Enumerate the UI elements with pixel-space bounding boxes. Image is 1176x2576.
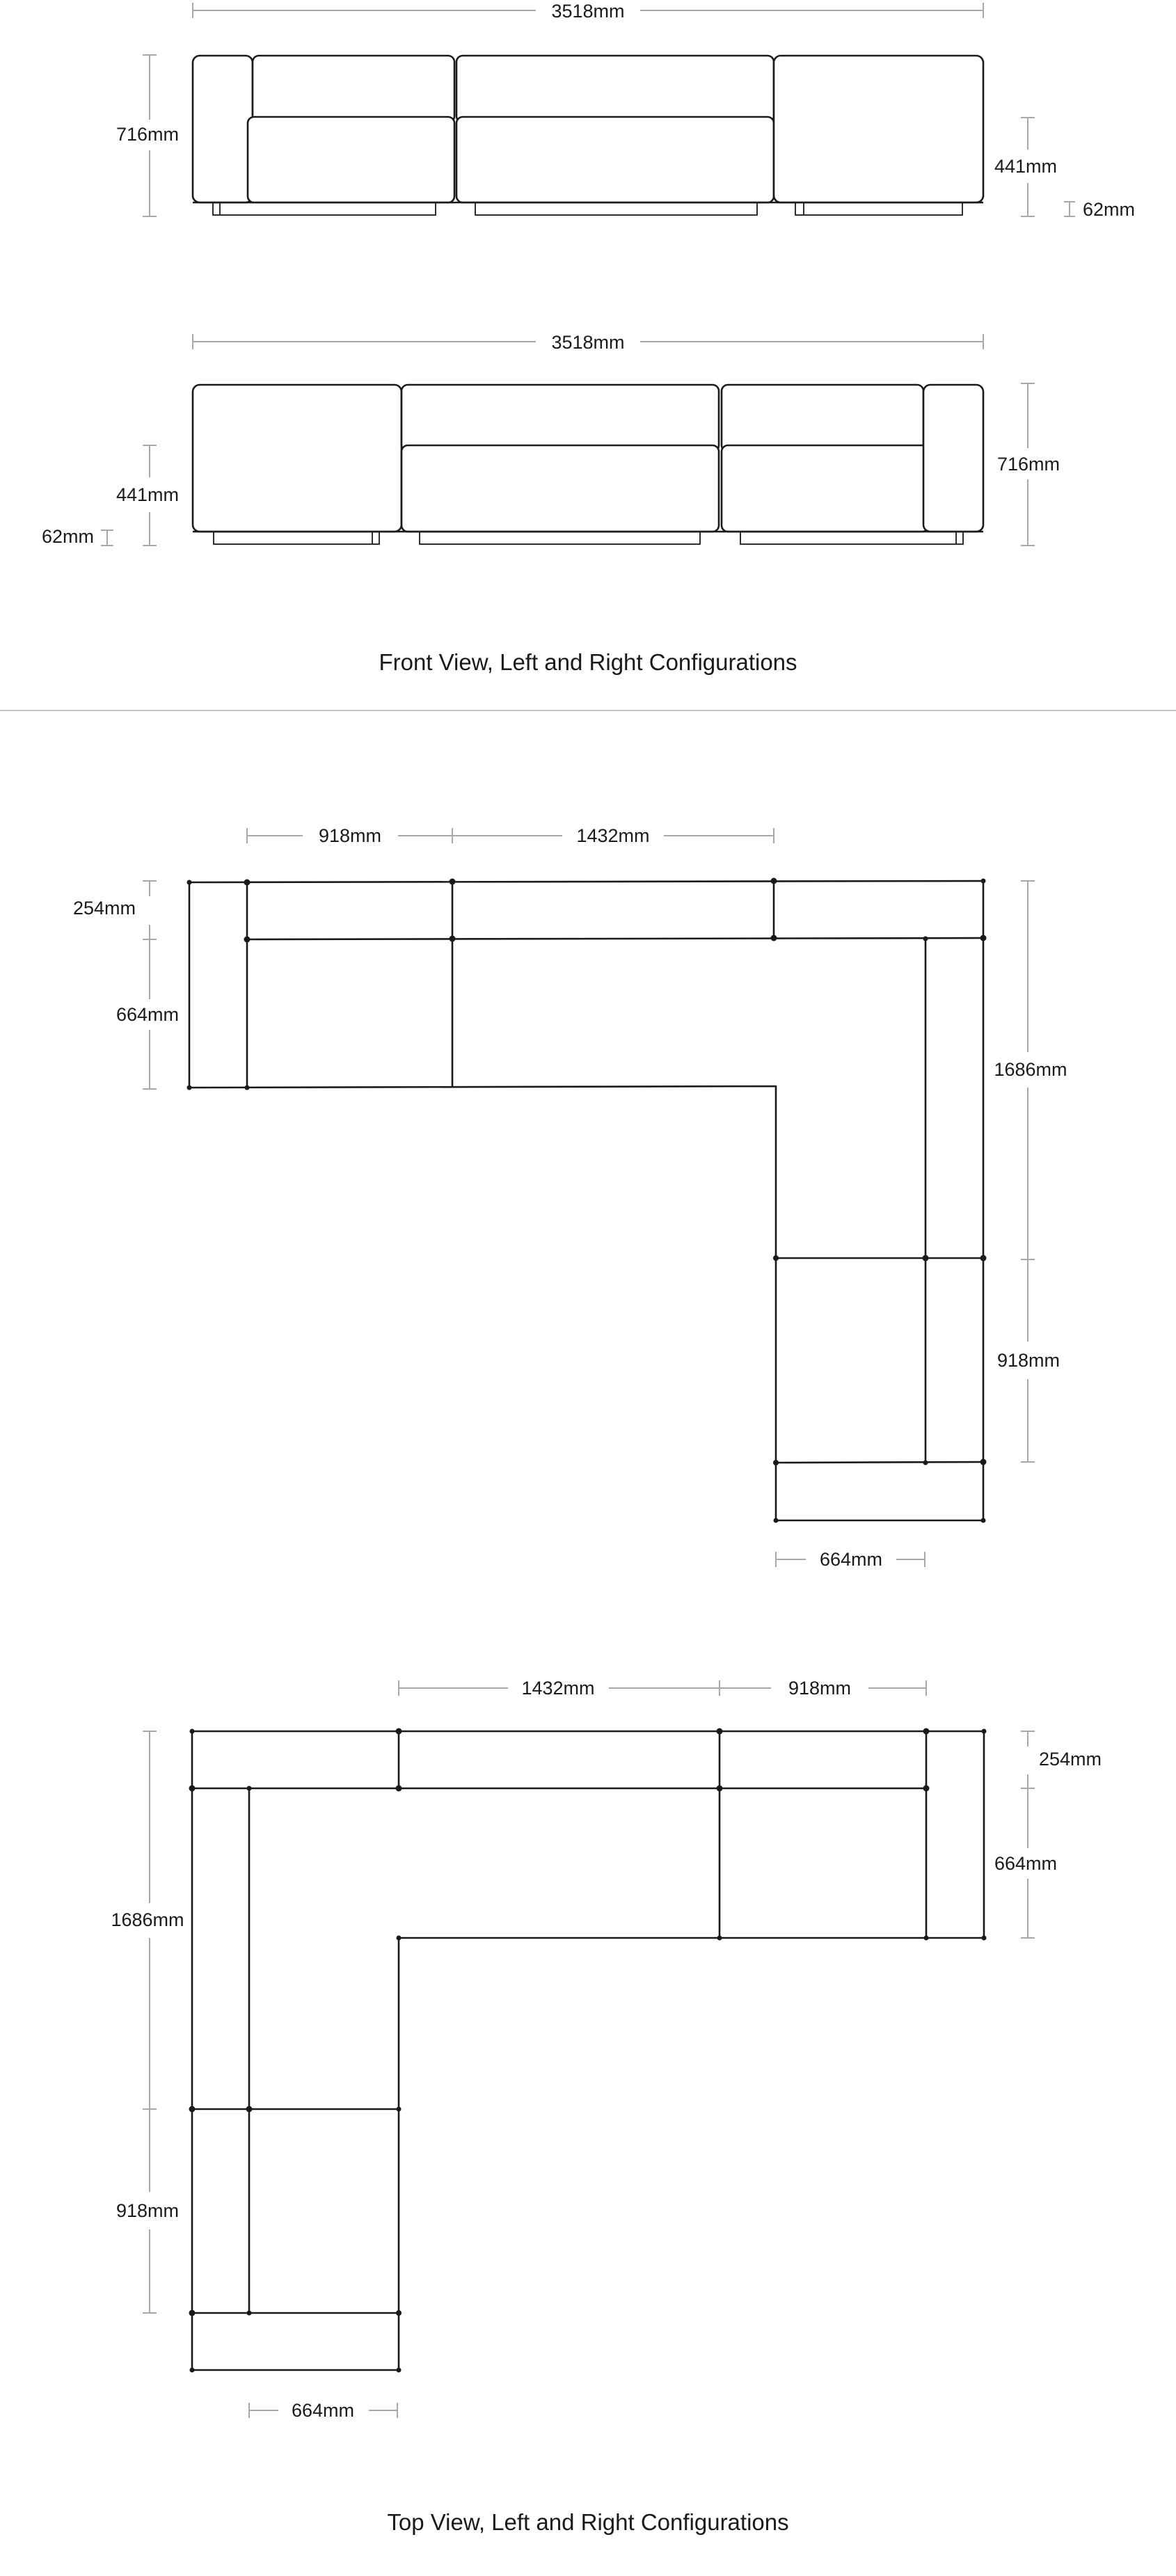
dim-seat-height-label-2: 441mm — [116, 484, 179, 505]
dim-seat-height: 441mm — [994, 117, 1057, 217]
dim-leg-height-2: 62mm — [42, 526, 113, 547]
dim-segment-a-2: 1432mm — [398, 1678, 720, 1699]
dim-back-depth-2: 254mm — [1021, 1731, 1102, 1789]
dim-height-label-2: 716mm — [997, 454, 1060, 475]
sofa-top-left — [186, 877, 987, 1523]
dim-width-2: 3518mm — [192, 332, 984, 353]
dim-chaise-width-label-2: 664mm — [292, 2400, 354, 2421]
dim-segment-b-label-2: 918mm — [788, 1678, 851, 1699]
dim-chaise-length: 918mm — [997, 1259, 1060, 1463]
dim-chaise-width-2: 664mm — [248, 2400, 398, 2421]
dim-total-depth-label: 1686mm — [994, 1059, 1067, 1080]
front-view-left-config: 3518mm 716mm 441mm 62mm — [116, 1, 1135, 220]
dim-chaise-width: 664mm — [775, 1549, 925, 1570]
dim-seat-depth-label: 664mm — [116, 1004, 179, 1025]
dim-chaise-length-2: 918mm — [116, 2109, 179, 2314]
top-view-left-config: 918mm 1432mm 254mm 664mm 168 — [73, 825, 1067, 1570]
dim-back-depth-label-2: 254mm — [1039, 1749, 1102, 1770]
dim-seat-height-label: 441mm — [994, 156, 1057, 177]
dim-total-depth-label-2: 1686mm — [111, 1909, 184, 1930]
dim-total-depth: 1686mm — [994, 880, 1067, 1260]
front-view-right-config: 3518mm 716mm 441mm 62mm — [42, 332, 1060, 547]
top-view-right-config: 1432mm 918mm 254mm 664mm 1686mm — [111, 1678, 1102, 2421]
dim-chaise-length-label-2: 918mm — [116, 2200, 179, 2221]
dim-seat-height-2: 441mm — [116, 445, 179, 546]
dim-segment-a: 918mm — [246, 825, 453, 846]
dim-back-depth-label: 254mm — [73, 898, 136, 919]
dim-seat-depth-label-2: 664mm — [994, 1853, 1057, 1874]
dim-chaise-length-label: 918mm — [997, 1350, 1060, 1371]
dim-width: 3518mm — [192, 1, 984, 22]
dim-leg-height-label: 62mm — [1083, 199, 1135, 220]
dim-chaise-width-label: 664mm — [820, 1549, 882, 1570]
sofa-front-right — [191, 383, 985, 545]
dim-width-label: 3518mm — [551, 1, 624, 22]
dim-seat-depth-2: 664mm — [994, 1788, 1057, 1939]
dim-total-depth-2: 1686mm — [111, 1731, 184, 2110]
joint-markers — [186, 877, 987, 1523]
dim-width-label-2: 3518mm — [551, 332, 624, 353]
dim-height-2: 716mm — [997, 383, 1060, 546]
dim-segment-b-label: 1432mm — [576, 825, 649, 846]
dim-segment-b: 1432mm — [452, 825, 774, 846]
dim-segment-a-label: 918mm — [319, 825, 381, 846]
joint-markers-2 — [189, 1728, 987, 2373]
sofa-front-left — [191, 54, 985, 216]
dim-leg-height: 62mm — [1064, 199, 1135, 220]
sofa-top-right — [189, 1728, 987, 2373]
dim-leg-height-label-2: 62mm — [42, 526, 94, 547]
dim-height-label: 716mm — [116, 124, 179, 145]
dim-seat-depth: 664mm — [116, 939, 179, 1090]
dim-segment-b-2: 918mm — [720, 1678, 927, 1699]
dim-back-depth: 254mm — [73, 880, 157, 940]
dim-segment-a-label-2: 1432mm — [521, 1678, 594, 1699]
dim-height: 716mm — [116, 54, 179, 217]
caption-front: Front View, Left and Right Configuration… — [379, 649, 797, 675]
caption-top: Top View, Left and Right Configurations — [387, 2509, 788, 2535]
